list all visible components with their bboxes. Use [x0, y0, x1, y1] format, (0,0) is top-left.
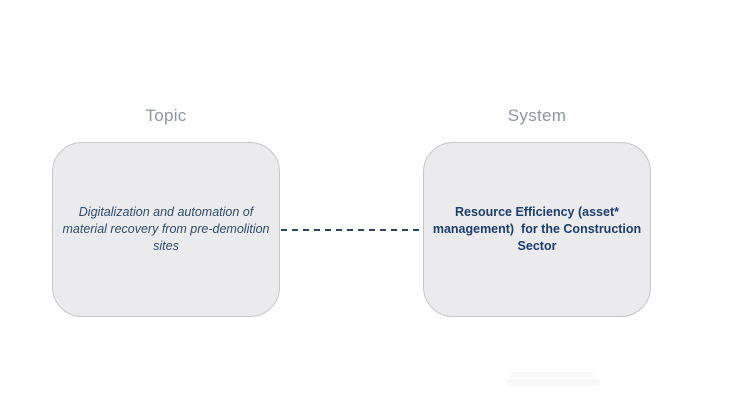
topic-node: Digitalization and automation of materia…	[52, 142, 280, 317]
system-node: Resource Efficiency (asset* management) …	[423, 142, 651, 317]
system-column-heading: System	[507, 106, 567, 125]
watermark	[506, 371, 602, 387]
dashed-connector-line	[281, 229, 423, 231]
system-node-label: Resource Efficiency (asset* management) …	[432, 204, 642, 254]
watermark-line	[506, 379, 600, 386]
watermark-line	[508, 372, 596, 377]
topic-node-label: Digitalization and automation of materia…	[62, 204, 270, 254]
topic-column-heading: Topic	[145, 106, 187, 125]
